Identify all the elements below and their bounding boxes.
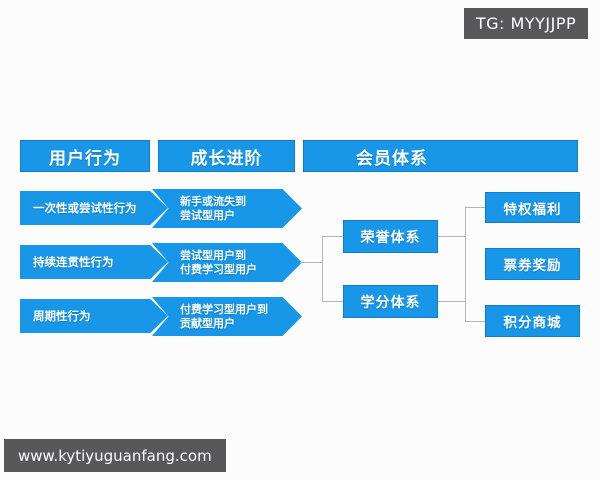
benefit-box-coupon-label: 票券奖励	[503, 258, 562, 274]
growth-arrow-line2: 尝试型用户	[180, 208, 235, 222]
connector-bracket-to-points-mall	[465, 321, 485, 322]
growth-arrow-paid-to-contributor: 付费学习型用户到 贡献型用户	[152, 297, 302, 336]
system-box-honor: 荣誉体系	[343, 220, 438, 253]
system-box-credit-label: 学分体系	[360, 294, 421, 311]
growth-arrow-novice-to-trial: 新手或流失到 尝试型用户	[152, 189, 302, 228]
system-box-honor-label: 荣誉体系	[360, 229, 421, 246]
growth-arrow-line2: 付费学习型用户	[180, 262, 257, 276]
growth-arrow-paid-to-contributor-label: 付费学习型用户到 贡献型用户	[180, 303, 268, 331]
growth-arrow-novice-to-trial-label: 新手或流失到 尝试型用户	[180, 195, 246, 223]
behavior-arrow-continuous: 持续连贯性行为	[20, 245, 168, 279]
growth-arrow-line1: 新手或流失到	[180, 194, 246, 208]
behavior-arrow-periodic-label: 周期性行为	[33, 309, 91, 323]
growth-arrow-line1: 付费学习型用户到	[180, 302, 268, 316]
telegram-badge-label: TG: MYYJJPP	[475, 14, 577, 33]
header-membership-system: 会员体系	[303, 140, 578, 172]
connector-right-bracket-vertical	[465, 207, 466, 321]
connector-left-bracket-vertical	[322, 236, 323, 302]
header-growth-stage: 成长进阶	[158, 140, 295, 172]
watermark-url: www.kytiyuguanfang.com	[18, 446, 212, 465]
benefit-box-coupon: 票券奖励	[485, 248, 580, 280]
system-box-credit: 学分体系	[343, 285, 438, 318]
behavior-arrow-continuous-label: 持续连贯性行为	[33, 255, 114, 269]
header-growth-stage-label: 成长进阶	[190, 148, 263, 169]
connector-bracket-to-honor	[322, 236, 343, 237]
header-user-behavior-label: 用户行为	[49, 148, 121, 169]
connector-bracket-to-privilege	[465, 207, 485, 208]
behavior-arrow-one-time-label: 一次性或尝试性行为	[33, 201, 137, 215]
connector-bracket-to-credit	[322, 301, 343, 302]
benefit-box-privilege-label: 特权福利	[503, 201, 562, 218]
telegram-badge: TG: MYYJJPP	[464, 8, 588, 39]
benefit-box-points-mall-label: 积分商城	[503, 315, 562, 331]
watermark-bar: www.kytiyuguanfang.com	[4, 439, 226, 472]
header-membership-system-label: 会员体系	[356, 148, 428, 169]
growth-arrow-trial-to-paid: 尝试型用户到 付费学习型用户	[152, 243, 302, 282]
connector-honor-to-bracket	[438, 236, 465, 237]
benefit-box-privilege: 特权福利	[485, 192, 580, 223]
header-user-behavior: 用户行为	[20, 140, 150, 172]
behavior-arrow-periodic: 周期性行为	[20, 299, 168, 333]
benefit-box-points-mall: 积分商城	[485, 305, 580, 337]
connector-credit-to-bracket	[438, 301, 465, 302]
growth-arrow-line1: 尝试型用户到	[180, 248, 246, 262]
growth-arrow-line2: 贡献型用户	[180, 316, 235, 330]
growth-arrow-trial-to-paid-label: 尝试型用户到 付费学习型用户	[180, 249, 257, 277]
behavior-arrow-one-time: 一次性或尝试性行为	[20, 191, 168, 225]
connector-arrow-to-bracket	[300, 262, 322, 263]
